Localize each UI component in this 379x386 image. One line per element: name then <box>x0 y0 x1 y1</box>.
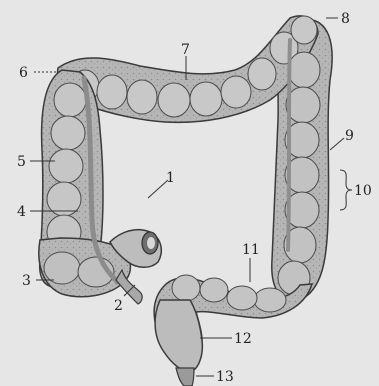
label-9: 9 <box>345 128 354 144</box>
bracket-10 <box>340 170 352 210</box>
leader-9 <box>330 138 344 150</box>
label-1: 1 <box>166 170 175 186</box>
label-7: 7 <box>181 42 190 58</box>
label-13: 13 <box>216 369 234 385</box>
label-4: 4 <box>17 204 26 220</box>
taenia-coli-descending <box>288 40 290 250</box>
rectum <box>155 300 202 372</box>
label-12: 12 <box>234 331 252 347</box>
leader-1 <box>148 180 168 198</box>
anal-canal <box>176 368 194 386</box>
ileum-lumen <box>147 237 155 249</box>
label-3: 3 <box>22 273 31 289</box>
label-10: 10 <box>354 183 372 199</box>
label-2: 2 <box>114 298 123 314</box>
label-6: 6 <box>19 65 28 81</box>
label-8: 8 <box>341 11 350 27</box>
label-11: 11 <box>242 242 260 258</box>
label-5: 5 <box>17 154 26 170</box>
